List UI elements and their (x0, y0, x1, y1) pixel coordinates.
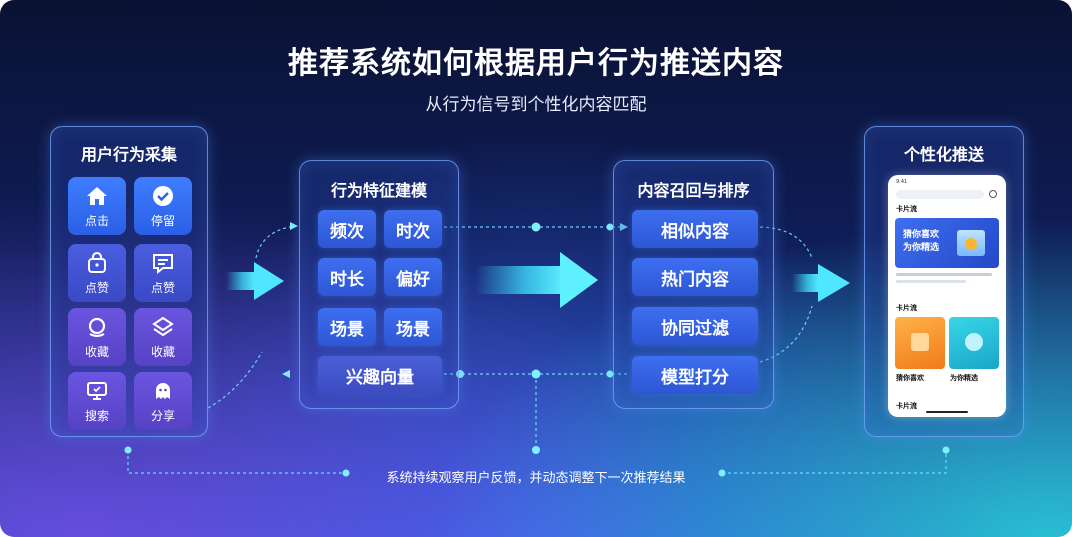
tile-label: 停留 (150, 213, 175, 228)
connector-top-model (255, 225, 297, 259)
phone-card-2[interactable] (949, 317, 999, 369)
phone-home-indicator (926, 411, 968, 413)
chip-similar-content[interactable]: 相似内容 (632, 210, 758, 248)
ghost-icon (156, 382, 170, 399)
monitor-icon (87, 381, 107, 400)
bookmark-ring-icon (88, 317, 106, 337)
comment-icon (153, 253, 173, 274)
chip-scene-1[interactable]: 场景 (318, 308, 376, 346)
tile-search[interactable]: 搜索 (68, 372, 126, 430)
card-1-illustration (911, 333, 929, 351)
tile-label: 点赞 (84, 280, 109, 295)
phone-text-line (896, 280, 966, 283)
arrow-recall-to-push (792, 264, 850, 302)
tile-share[interactable]: 分享 (134, 372, 192, 430)
chip-times[interactable]: 时次 (384, 210, 442, 248)
phone-card-1[interactable] (895, 317, 945, 369)
bag-icon (88, 251, 106, 273)
tile-label: 分享 (150, 408, 175, 423)
chip-interest-vector[interactable]: 兴趣向量 (318, 356, 442, 394)
tile-label: 收藏 (84, 344, 109, 359)
chip-preference[interactable]: 偏好 (384, 258, 442, 296)
phone-search-bar[interactable] (896, 190, 984, 199)
connector-bottom-model (207, 351, 263, 409)
phone-time: 9:41 (896, 179, 908, 185)
layers-icon (152, 316, 174, 336)
phone-header: 卡片流 (896, 205, 917, 213)
phone-footer-title: 卡片流 (896, 402, 917, 410)
banner-line2: 为你精选 (903, 243, 940, 253)
phone-text-line (896, 273, 992, 276)
tile-label: 点击 (84, 213, 109, 228)
feedback-caption: 系统持续观察用户反馈，并动态调整下一次推荐结果 (386, 471, 686, 486)
panel-title-recall: 内容召回与排序 (637, 181, 750, 200)
panel-behavior-collection: 用户行为采集 点击 停留 点赞 点赞 收藏 收藏 搜索 (50, 126, 208, 437)
page-title: 推荐系统如何根据用户行为推送内容 (288, 46, 784, 81)
check-circle-icon (153, 185, 173, 206)
chip-duration[interactable]: 时长 (318, 258, 376, 296)
phone-section-title: 卡片流 (896, 304, 917, 312)
page-subtitle: 从行为信号到个性化内容匹配 (425, 95, 647, 115)
chip-collaborative-filtering[interactable]: 协同过滤 (632, 307, 758, 345)
panel-feature-modeling: 行为特征建模 频次 时次 时长 偏好 场景 场景 兴趣向量 (299, 160, 459, 409)
chip-scene-2[interactable]: 场景 (384, 308, 442, 346)
arrow-collect-to-model (226, 262, 284, 300)
phone-mockup: 9:41 卡片流 猜你喜欢 为你精选 卡片流 猜你喜欢 为你精选 卡片流 (888, 175, 1006, 417)
home-icon (87, 186, 107, 205)
card-2-illustration (965, 333, 983, 351)
tile-like-2[interactable]: 点赞 (134, 244, 192, 302)
feedback-line-right (722, 450, 947, 474)
tile-like-1[interactable]: 点赞 (68, 244, 126, 302)
panel-recall-ranking: 内容召回与排序 相似内容 热门内容 协同过滤 模型打分 (613, 160, 774, 409)
feedback-line-left (127, 450, 346, 474)
chip-frequency[interactable]: 频次 (318, 210, 376, 248)
panel-title-collection: 用户行为采集 (80, 145, 177, 164)
chip-hot-content[interactable]: 热门内容 (632, 258, 758, 296)
tile-click[interactable]: 点击 (68, 177, 126, 235)
phone-banner[interactable]: 猜你喜欢 为你精选 (895, 218, 999, 268)
chip-model-scoring[interactable]: 模型打分 (632, 356, 758, 394)
phone-card-2-label: 为你精选 (950, 374, 978, 382)
check-badge-icon (965, 238, 977, 250)
phone-card-1-label: 猜你喜欢 (896, 374, 924, 382)
tile-label: 收藏 (150, 344, 175, 359)
panel-title-push: 个性化推送 (903, 145, 984, 164)
tile-label: 搜索 (84, 408, 109, 423)
tile-label: 点赞 (150, 280, 175, 295)
tile-favorite-1[interactable]: 收藏 (68, 308, 126, 366)
panel-title-modeling: 行为特征建模 (330, 181, 427, 200)
tile-dwell[interactable]: 停留 (134, 177, 192, 235)
arrow-model-to-recall (476, 252, 598, 308)
banner-line1: 猜你喜欢 (903, 230, 940, 240)
tile-favorite-2[interactable]: 收藏 (134, 308, 192, 366)
settings-icon[interactable] (989, 190, 997, 198)
